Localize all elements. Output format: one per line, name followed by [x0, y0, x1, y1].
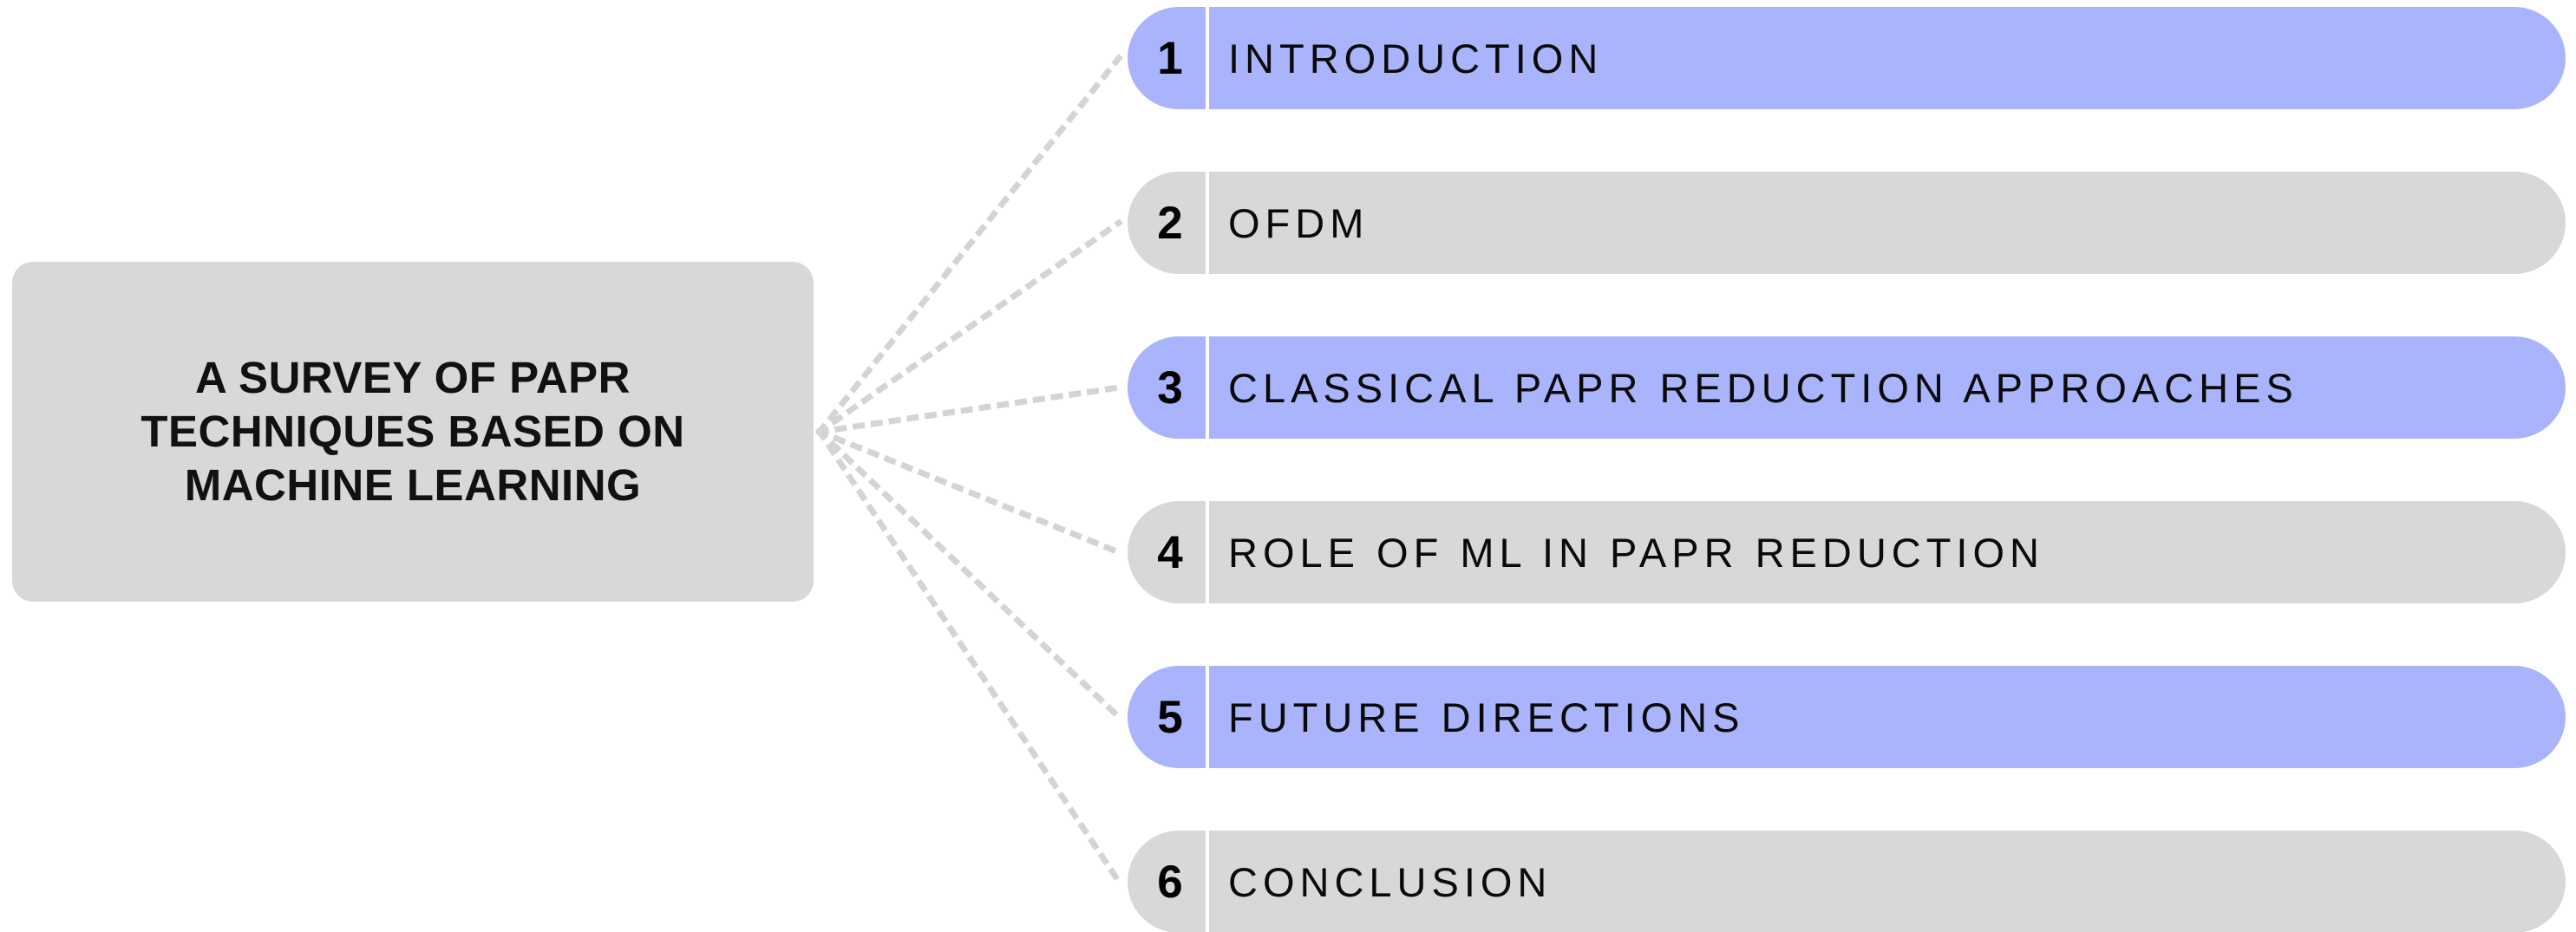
connector-line-3	[816, 384, 1122, 435]
section-divider	[1206, 7, 1209, 109]
connector-line-5	[815, 427, 1123, 721]
section-divider	[1206, 336, 1209, 439]
section-row-3[interactable]: 3 CLASSICAL PAPR REDUCTION APPROACHES	[1128, 336, 2566, 439]
central-topic-node[interactable]: A SURVEY OF PAPR TECHNIQUES BASED ON MAC…	[12, 262, 814, 602]
central-topic-title: A SURVEY OF PAPR TECHNIQUES BASED ON MAC…	[141, 352, 685, 511]
section-divider	[1206, 666, 1209, 768]
section-label: CLASSICAL PAPR REDUCTION APPROACHES	[1228, 364, 2298, 411]
section-divider	[1206, 831, 1209, 932]
section-number: 6	[1157, 856, 1183, 908]
section-number: 2	[1157, 197, 1183, 249]
section-label: CONCLUSION	[1228, 858, 1553, 905]
connector-line-2	[815, 218, 1123, 436]
section-number: 1	[1157, 32, 1183, 84]
section-number: 3	[1157, 362, 1183, 414]
section-row-2[interactable]: 2 OFDM	[1128, 172, 2566, 274]
section-label: ROLE OF ML IN PAPR REDUCTION	[1228, 529, 2044, 576]
connector-line-6	[815, 427, 1123, 886]
connector-line-4	[815, 427, 1123, 557]
section-label: OFDM	[1228, 199, 1370, 246]
connector-line-1	[815, 54, 1123, 436]
section-list: 1 INTRODUCTION 2 OFDM 3 CLASSICAL PAPR REDUCT…	[1128, 7, 2566, 932]
section-row-5[interactable]: 5 FUTURE DIRECTIONS	[1128, 666, 2566, 768]
section-divider	[1206, 172, 1209, 274]
section-number: 5	[1157, 691, 1183, 743]
section-label: INTRODUCTION	[1228, 35, 1604, 81]
section-row-4[interactable]: 4 ROLE OF ML IN PAPR REDUCTION	[1128, 501, 2566, 603]
section-divider	[1206, 501, 1209, 603]
section-row-6[interactable]: 6 CONCLUSION	[1128, 831, 2566, 932]
section-label: FUTURE DIRECTIONS	[1228, 694, 1745, 740]
section-row-1[interactable]: 1 INTRODUCTION	[1128, 7, 2566, 109]
section-number: 4	[1157, 526, 1183, 578]
